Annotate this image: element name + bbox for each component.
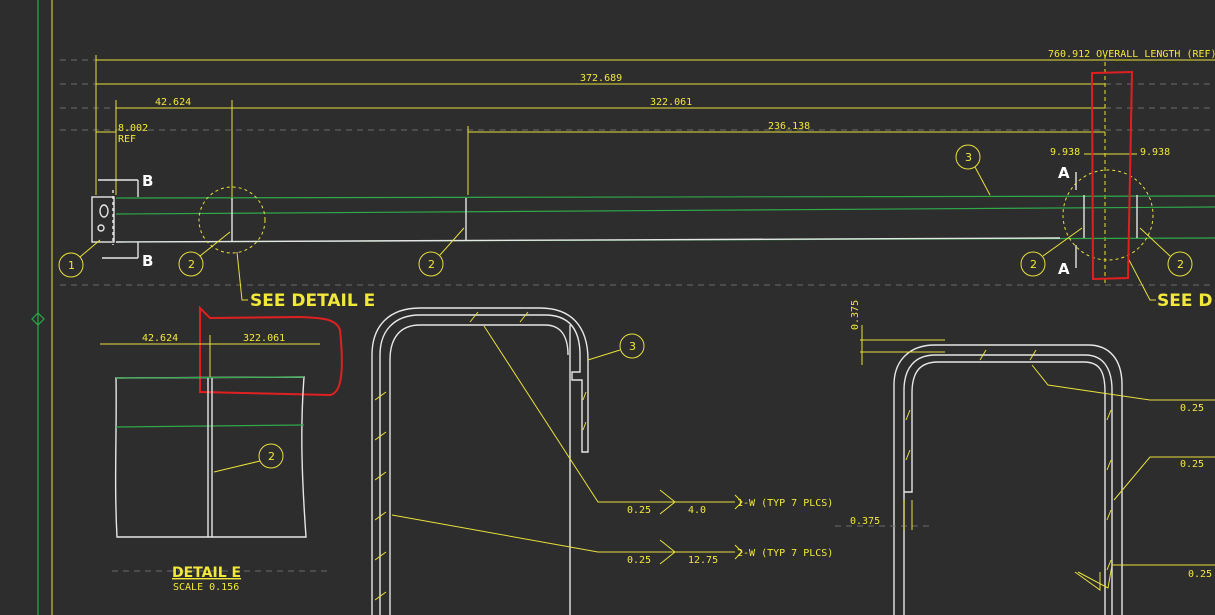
svg-text:3: 3: [965, 151, 972, 164]
dim-42: 42.624: [155, 97, 191, 108]
balloon-3[interactable]: 3: [619, 333, 645, 359]
see-detail-right: SEE D: [1157, 291, 1213, 311]
detail-e-outline: [114, 376, 307, 538]
leader-line: [79, 239, 101, 258]
beam-bottom-white: [115, 237, 1061, 243]
weld-symbol-1-icon: [659, 489, 676, 515]
section-a-top: A: [1058, 164, 1070, 182]
see-detail-e-left: SEE DETAIL E: [250, 291, 375, 311]
dim-236: 236.138: [768, 121, 810, 132]
dim-8: 8.002: [118, 123, 148, 134]
right-dim-0375-left: 0.375: [850, 516, 880, 527]
dim-9938-right: 9.938: [1140, 147, 1170, 158]
weld-tail-1-icon: [734, 494, 743, 510]
right-weld-c: 0.25: [1188, 569, 1212, 580]
detail-e-top: [115, 376, 305, 379]
weld-hatch: [905, 349, 1112, 571]
weld-symbol-icon: [1074, 571, 1101, 591]
dim-overall-length: 760.912 OVERALL LENGTH (REF): [1048, 49, 1215, 60]
dim-8-ref: REF: [118, 134, 136, 145]
beam-mid-edge: [115, 206, 1215, 215]
detail-e-mid: [115, 424, 305, 428]
balloon-2[interactable]: 2: [258, 443, 284, 469]
end-plate-hole-icon: [97, 224, 105, 232]
section-b-bottom: B: [142, 252, 153, 270]
weld-1-note: 1-W (TYP 7 PLCS): [737, 498, 833, 509]
weld-leader: [1031, 364, 1215, 401]
svg-text:2: 2: [1030, 258, 1037, 271]
svg-text:1: 1: [68, 259, 75, 272]
balloon-2[interactable]: 2: [1020, 251, 1046, 277]
right-dim-0375-top: 0.375: [850, 300, 861, 330]
dim-372: 372.689: [580, 73, 622, 84]
section-b-top: B: [142, 172, 153, 190]
svg-text:2: 2: [428, 258, 435, 271]
weld-leader: [1077, 564, 1215, 589]
detail-circle[interactable]: [198, 186, 266, 254]
leader-line: [1042, 227, 1083, 257]
detail-circle[interactable]: [1062, 169, 1154, 261]
weld-symbol-2-icon: [659, 539, 676, 565]
weld-2-size: 0.25: [627, 555, 651, 566]
balloon-1[interactable]: 1: [58, 252, 84, 278]
weld-tail-2-icon: [734, 544, 743, 560]
leader-line: [439, 227, 465, 256]
weld-2-length: 12.75: [688, 555, 718, 566]
border-marker-icon: [31, 312, 45, 326]
svg-text:3: 3: [629, 340, 636, 353]
section-channel-outer: [371, 307, 589, 615]
svg-text:2: 2: [188, 258, 195, 271]
dim-9938-left: 9.938: [1050, 147, 1080, 158]
section-a-bottom: A: [1058, 260, 1070, 278]
right-channel-web: [904, 361, 1106, 615]
weld-leader-1: [483, 325, 735, 503]
detail-e-scale: SCALE 0.156: [173, 582, 239, 593]
right-channel-outer: [893, 344, 1123, 615]
right-weld-a: 0.25: [1180, 403, 1204, 414]
end-plate: [91, 196, 115, 243]
beam-top-edge: [115, 195, 1215, 199]
right-weld-b: 0.25: [1180, 459, 1204, 470]
weld-leader-2: [391, 514, 735, 553]
end-plate-slot-icon: [99, 204, 109, 218]
leader-line: [236, 251, 248, 301]
detail-dim-42: 42.624: [142, 333, 178, 344]
balloon-2[interactable]: 2: [418, 251, 444, 277]
detail-dim-322: 322.061: [243, 333, 285, 344]
markup-highlight-box[interactable]: [199, 305, 343, 397]
detail-e-title: DETAIL E: [172, 565, 241, 581]
leader-line: [587, 349, 621, 361]
right-channel-inner: [903, 354, 1113, 615]
markup-highlight-box[interactable]: [1090, 70, 1134, 281]
svg-text:2: 2: [1177, 258, 1184, 271]
weld-2-note: 2-W (TYP 7 PLCS): [737, 548, 833, 559]
weld-leader: [1113, 456, 1215, 501]
svg-text:2: 2: [268, 450, 275, 463]
weld-hatch: [374, 311, 587, 601]
weld-1-size: 0.25: [627, 505, 651, 516]
balloon-2[interactable]: 2: [178, 251, 204, 277]
leader-line: [1127, 257, 1156, 301]
dim-322: 322.061: [650, 97, 692, 108]
weld-1-length: 4.0: [688, 505, 706, 516]
leader-line: [213, 460, 261, 473]
section-channel-inner: [389, 324, 569, 615]
balloon-3[interactable]: 3: [955, 144, 981, 170]
leader-line: [199, 231, 231, 257]
balloon-2[interactable]: 2: [1167, 251, 1193, 277]
leader-line: [974, 166, 991, 196]
leader-line: [1139, 227, 1171, 257]
